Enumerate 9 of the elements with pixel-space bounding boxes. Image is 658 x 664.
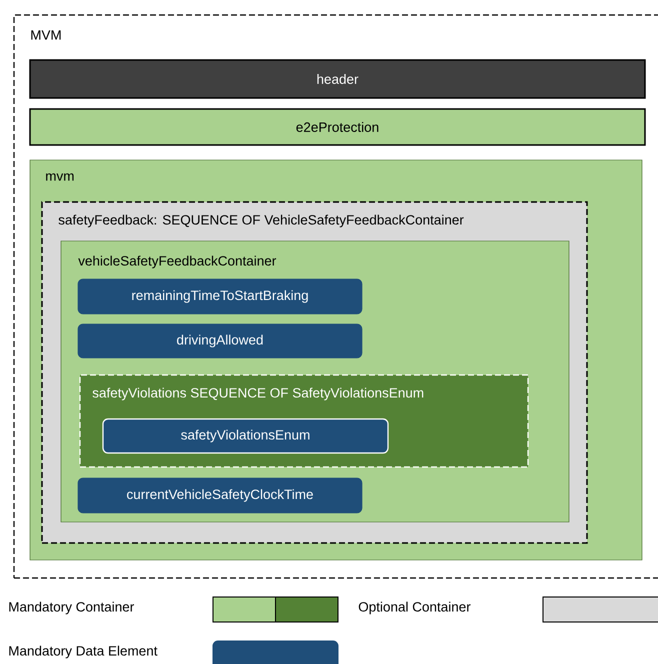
data-element: currentVehicleSafetyClockTime bbox=[78, 478, 362, 514]
legend-text: Mandatory Data Element bbox=[9, 646, 158, 658]
legend-text: Mandatory Container bbox=[9, 602, 134, 614]
header-bar: header bbox=[29, 59, 646, 99]
data-element: drivingAllowed bbox=[78, 324, 362, 358]
legend-text: Optional Container bbox=[358, 602, 470, 614]
field-bar: e2eProtection bbox=[29, 108, 646, 146]
data-element: remainingTimeToStartBraking bbox=[78, 278, 362, 314]
data-element: safetyViolationsEnum bbox=[102, 418, 389, 454]
